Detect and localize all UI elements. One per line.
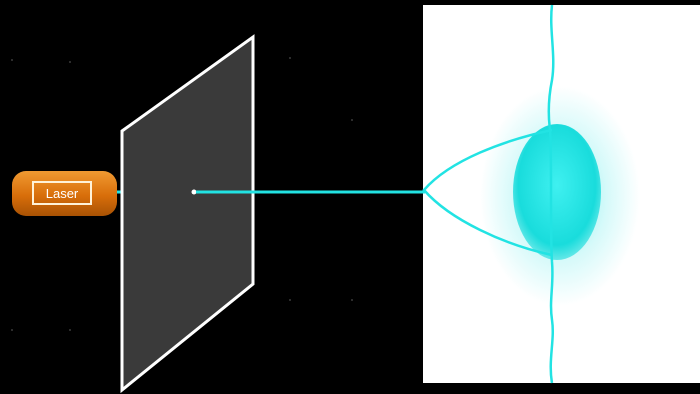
pinhole: [192, 190, 197, 195]
aperture-screen: [122, 37, 253, 390]
laser-label: Laser: [46, 186, 79, 201]
laser-device: Laser: [12, 171, 117, 216]
diffraction-spot: [513, 124, 601, 260]
